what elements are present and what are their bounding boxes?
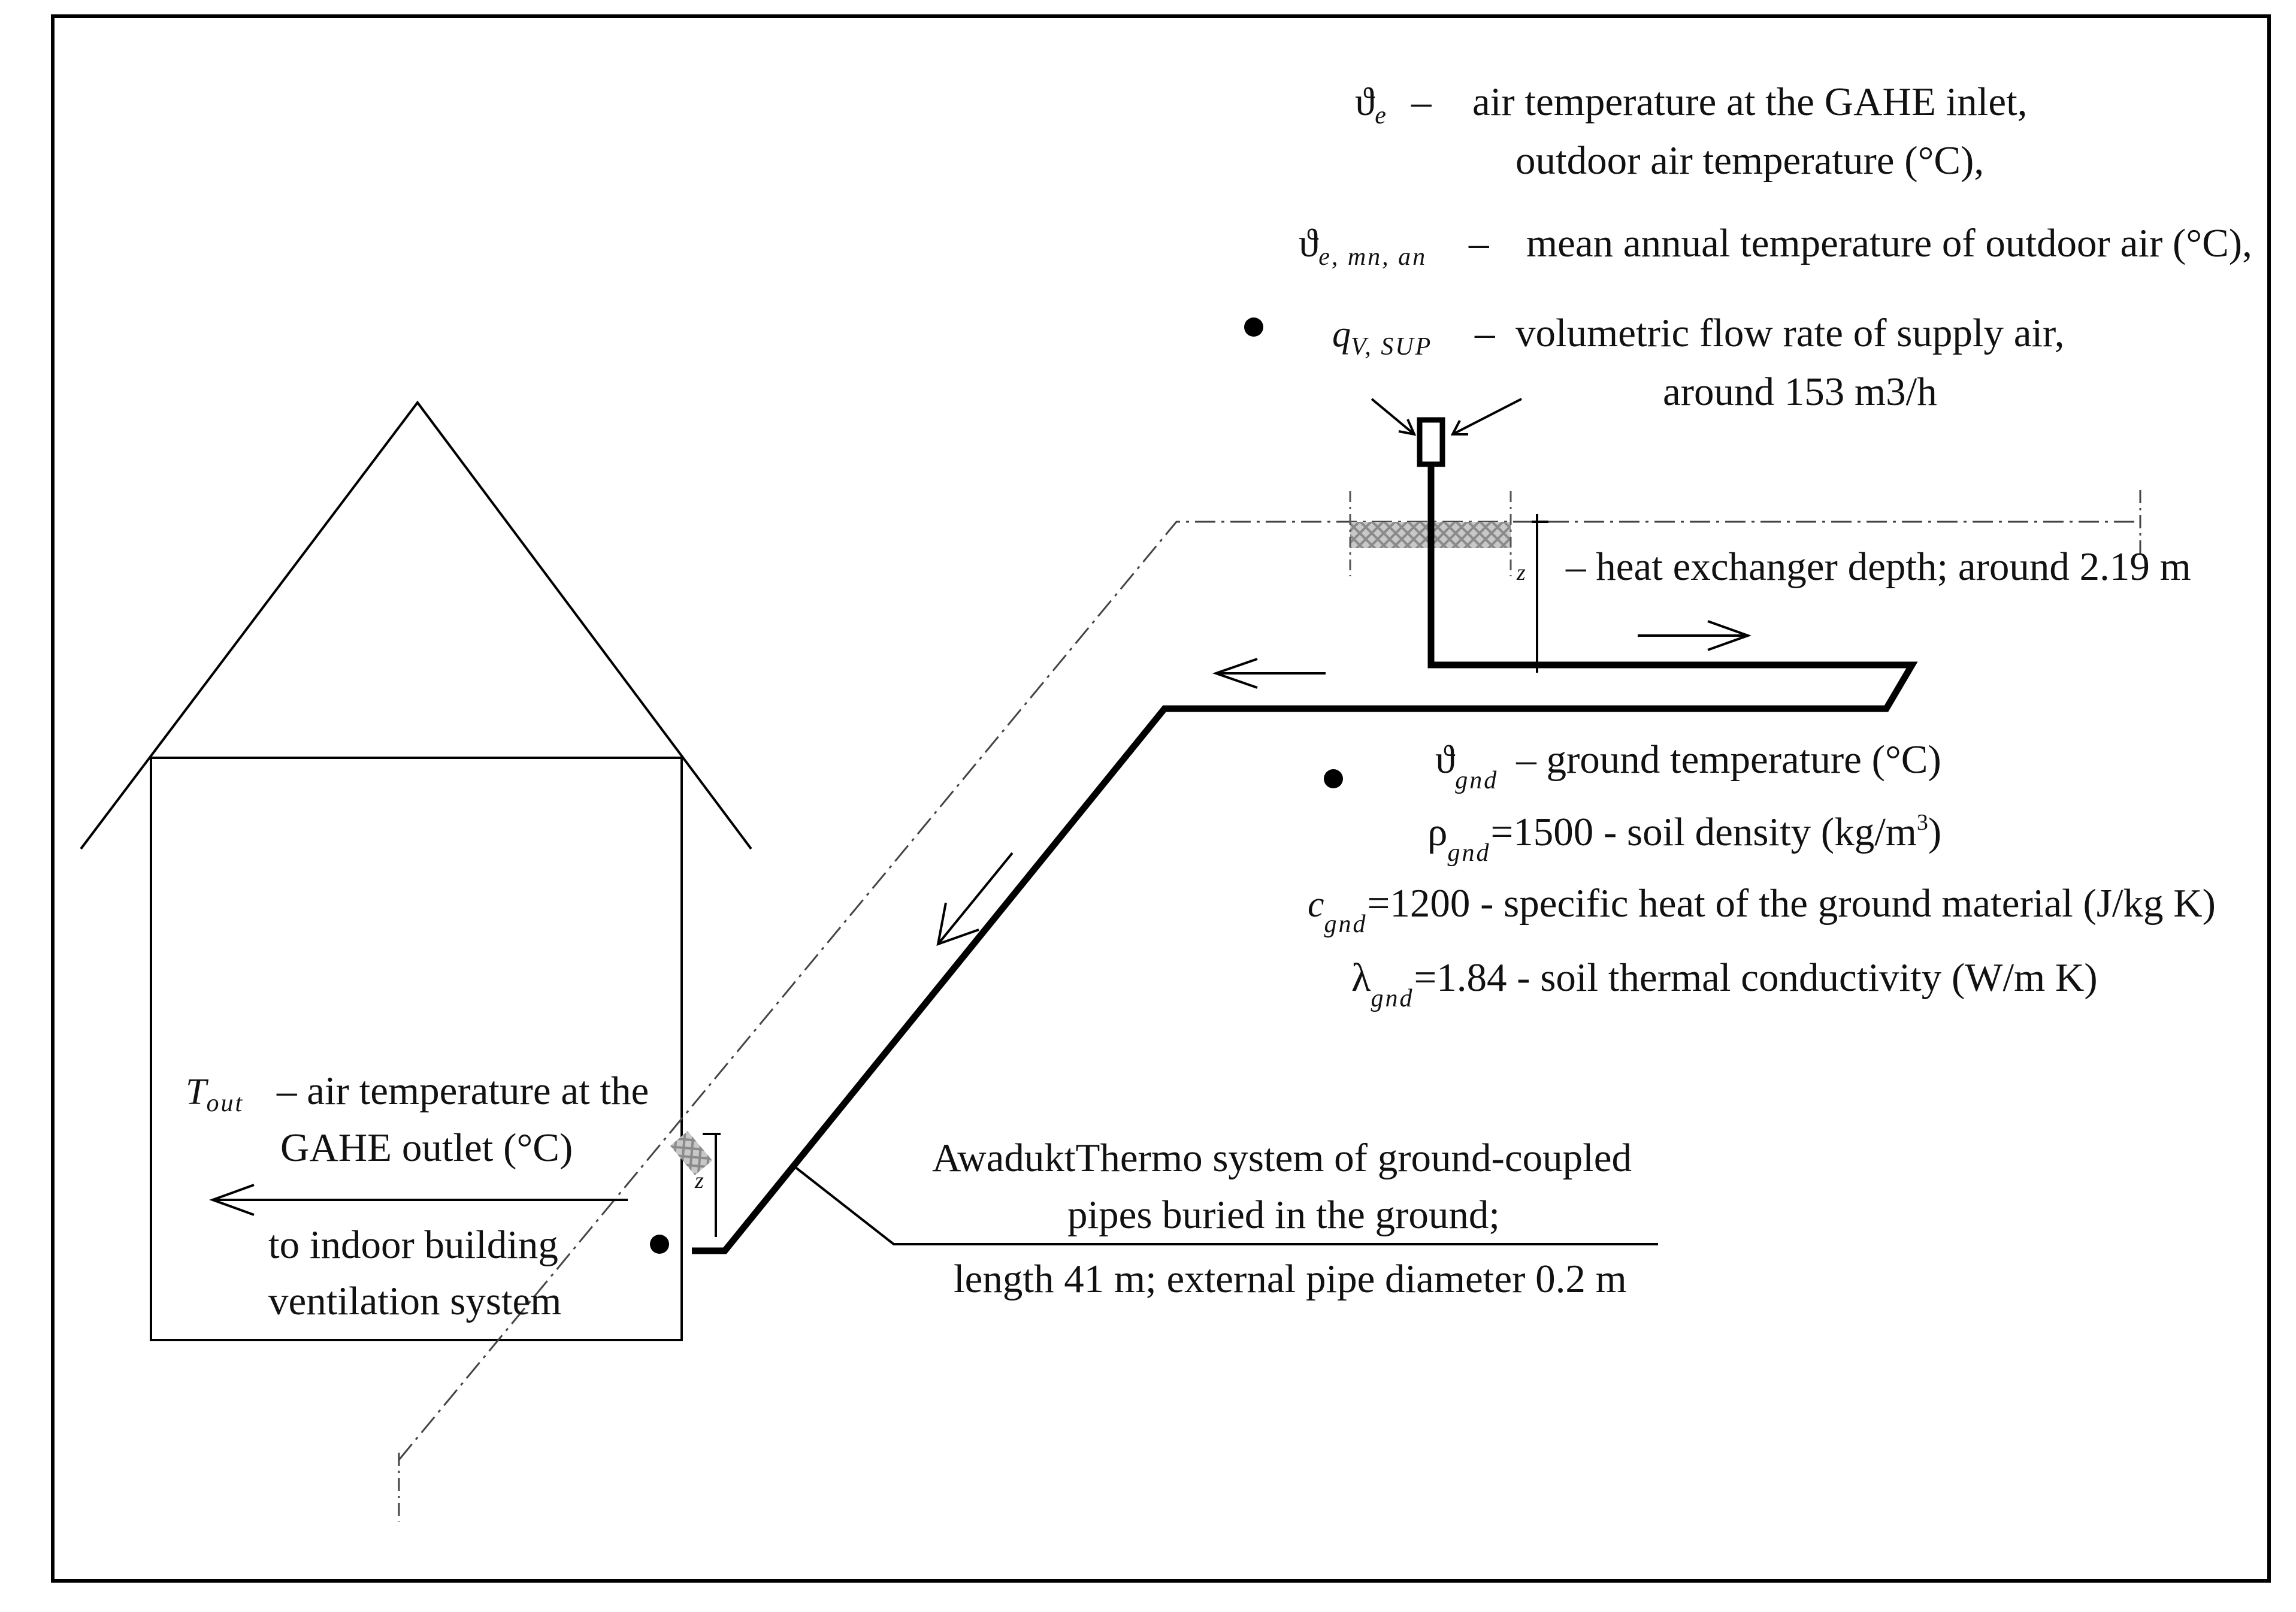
- depth-label: z – heat exchanger depth; around 2.19 m: [1516, 545, 2191, 589]
- qv-sup-dash: –: [1474, 311, 1495, 355]
- outlet-label: Tout – air temperature at the GAHE outle…: [186, 1069, 649, 1170]
- pipe-system-label: AwaduktThermo system of ground-coupled p…: [932, 1136, 1632, 1301]
- theta-e-text-line1: air temperature at the GAHE inlet,: [1472, 80, 2027, 124]
- bullet-qv: [1244, 317, 1263, 337]
- pipe-system-leader: [791, 1163, 1658, 1245]
- outlet-depth-symbol: z: [694, 1168, 704, 1193]
- intake-arrows: [1371, 398, 1522, 436]
- bullet-outlet: [650, 1235, 669, 1254]
- rho-gnd-line: ρgnd=1500 - soil density (kg/m3): [1427, 810, 1941, 867]
- building: [80, 400, 752, 1341]
- theta-e-mn-an-symbol: ϑe, mn, an: [1299, 221, 1427, 271]
- destination-label: to indoor building ventilation system: [268, 1223, 561, 1323]
- legend-qv-sup: qV, SUP – volumetric flow rate of supply…: [1332, 311, 2064, 414]
- destination-line2: ventilation system: [268, 1279, 561, 1323]
- pipe-system-line1: AwaduktThermo system of ground-coupled: [932, 1136, 1632, 1180]
- flow-arrow-indoor: [209, 1184, 628, 1216]
- flow-arrow-right: [1638, 620, 1752, 651]
- legend-theta-e-mn-an: ϑe, mn, an – mean annual temperature of …: [1299, 221, 2252, 271]
- bullet-ground: [1324, 769, 1343, 788]
- qv-sup-text-line1: volumetric flow rate of supply air,: [1515, 311, 2064, 355]
- destination-line1: to indoor building: [268, 1223, 558, 1267]
- ground-properties: ϑgnd– ground temperature (°C) ρgnd=1500 …: [1308, 737, 2216, 1012]
- ground-surface-line: [398, 521, 2140, 1460]
- c-gnd-line: cgnd=1200 - specific heat of the ground …: [1308, 881, 2216, 938]
- qv-sup-symbol: qV, SUP: [1332, 314, 1432, 361]
- qv-sup-text-line2: around 153 m3/h: [1663, 370, 1937, 414]
- theta-e-dash: –: [1411, 80, 1432, 124]
- theta-e-text-line2: outdoor air temperature (°C),: [1515, 138, 1984, 183]
- legend-theta-e: ϑe – air temperature at the GAHE inlet, …: [1355, 80, 2027, 183]
- flow-arrow-left: [1212, 658, 1326, 689]
- building-walls: [150, 757, 683, 1341]
- theta-e-mn-an-dash: –: [1468, 221, 1489, 265]
- depth-symbol: z: [1516, 560, 1526, 585]
- t-out-symbol: Tout: [186, 1072, 244, 1117]
- theta-e-symbol: ϑe: [1355, 80, 1388, 129]
- outlet-text-line1: – air temperature at the: [276, 1069, 649, 1113]
- outlet-soil-hatch: [670, 1131, 713, 1175]
- depth-text: – heat exchanger depth; around 2.19 m: [1565, 545, 2191, 589]
- pipe-system-line2: pipes buried in the ground;: [1067, 1193, 1500, 1237]
- theta-e-mn-an-text: mean annual temperature of outdoor air (…: [1526, 221, 2252, 265]
- ground-pipe: [692, 466, 1918, 1254]
- outlet-text-line2: GAHE outlet (°C): [280, 1126, 573, 1170]
- pipe-system-line3: length 41 m; external pipe diameter 0.2 …: [954, 1257, 1627, 1301]
- building-roof: [80, 400, 752, 850]
- theta-gnd-line: ϑgnd– ground temperature (°C): [1435, 737, 1941, 794]
- lambda-gnd-line: λgnd=1.84 - soil thermal conductivity (W…: [1351, 955, 2098, 1012]
- flow-arrow-diagonal: [936, 852, 1014, 946]
- figure-frame: [51, 14, 2271, 1583]
- air-intake: [1417, 417, 1445, 467]
